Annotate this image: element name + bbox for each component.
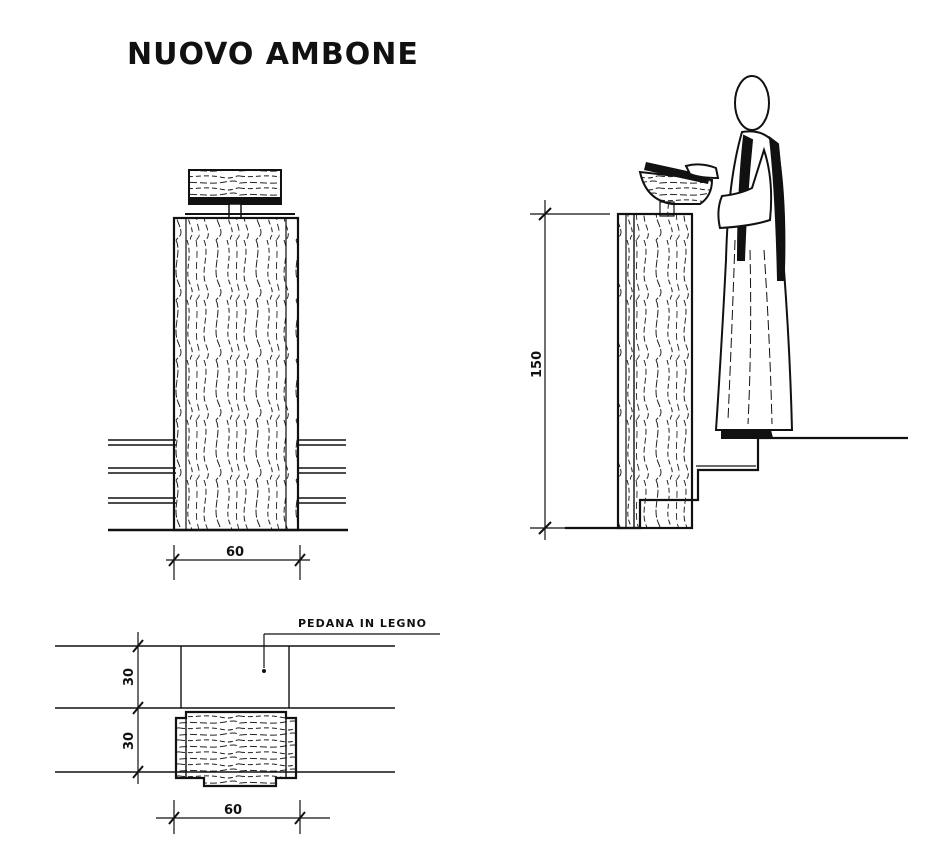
plan-depth-dimension — [132, 632, 144, 784]
drawing-title: NUOVO AMBONE — [127, 37, 419, 72]
side-view: 150 — [530, 75, 908, 540]
front-column — [172, 216, 300, 532]
side-book — [644, 162, 710, 184]
front-width-dimension — [166, 545, 310, 580]
platform-label: PEDANA IN LEGNO — [298, 617, 427, 630]
side-standing-figure — [684, 75, 794, 439]
side-height-label: 150 — [530, 351, 545, 378]
figure-robe-folds — [727, 239, 773, 425]
figure-hand — [684, 163, 720, 180]
front-stem — [228, 203, 242, 219]
platform-leader-dot — [262, 669, 266, 673]
plan-depth-label-top: 30 — [122, 668, 137, 686]
side-column — [616, 212, 694, 530]
figure-sleeve — [717, 146, 773, 230]
plan-width-label: 60 — [224, 803, 242, 818]
plan-view: PEDANA IN LEGNO 30 30 60 — [55, 617, 440, 834]
front-view: 60 — [108, 169, 348, 580]
side-height-dimension — [530, 200, 610, 540]
platform-leader — [263, 633, 440, 668]
side-stem — [659, 201, 675, 217]
plan-ambo-outline — [174, 710, 298, 788]
figure-feet — [721, 429, 774, 439]
front-step-lines — [108, 439, 346, 504]
front-book-rest-base — [189, 197, 281, 205]
plan-depth-label-bottom: 30 — [122, 732, 137, 750]
figure-stole — [736, 134, 786, 281]
figure-head — [734, 75, 770, 131]
front-width-label: 60 — [226, 545, 244, 560]
side-stairs-profile — [565, 436, 908, 530]
plan-width-dimension — [156, 800, 330, 834]
